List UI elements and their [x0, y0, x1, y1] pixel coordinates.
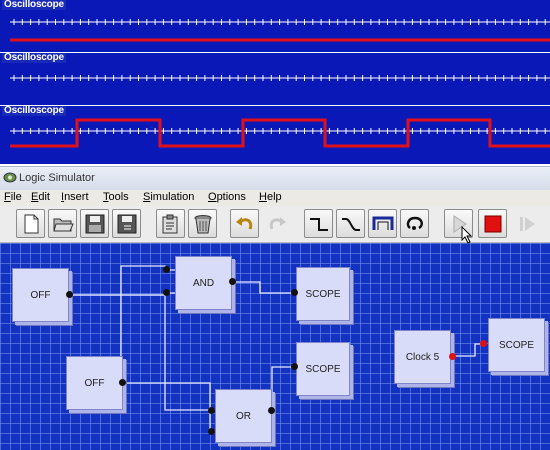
falling-edge-button[interactable] — [304, 209, 333, 238]
scope-probe-2-input[interactable] — [291, 363, 298, 370]
window-titlebar[interactable]: Logic Simulator — [0, 166, 550, 191]
off-switch-2-label: OFF — [84, 377, 105, 389]
redo-button[interactable] — [262, 209, 291, 238]
save-button[interactable] — [80, 209, 109, 238]
oscilloscope-3: Oscilloscope — [0, 106, 550, 164]
clock-source[interactable]: Clock 5 — [394, 330, 451, 384]
logic-simulator-app-icon — [3, 172, 17, 183]
open-icon — [53, 218, 74, 232]
falling-edge-icon — [310, 218, 328, 231]
open-button[interactable] — [48, 209, 77, 238]
new-button[interactable] — [16, 209, 45, 238]
or-gate-input-2[interactable] — [208, 428, 215, 435]
and-gate-label: AND — [192, 277, 215, 289]
save-as-button[interactable] — [112, 209, 141, 238]
stop-icon — [484, 215, 502, 233]
loop-icon — [406, 216, 424, 230]
oscilloscope-title: Oscilloscope — [2, 53, 66, 63]
off-switch-1[interactable]: OFF — [12, 268, 69, 322]
off-switch-2-output[interactable] — [119, 379, 126, 386]
oscilloscope-title: Oscilloscope — [2, 106, 66, 116]
and-gate[interactable]: AND — [175, 256, 232, 310]
scope-probe-2[interactable]: SCOPE — [296, 342, 350, 396]
menu-edit[interactable]: Edit — [31, 191, 50, 203]
properties-button[interactable] — [156, 209, 185, 238]
wire-and-scope — [235, 281, 295, 294]
pulse-button[interactable] — [368, 209, 397, 238]
menu-tools[interactable]: Tools — [103, 191, 129, 203]
or-gate-output[interactable] — [268, 407, 275, 414]
oscilloscope-title: Oscilloscope — [2, 0, 66, 10]
step-button[interactable] — [512, 209, 541, 238]
menu-file[interactable]: File — [4, 191, 22, 203]
delete-button[interactable] — [188, 209, 217, 238]
off-switch-1-output[interactable] — [66, 291, 73, 298]
wires — [70, 265, 483, 432]
scope-probe-3-input[interactable] — [480, 340, 487, 347]
and-gate-output[interactable] — [229, 278, 236, 285]
scope-probe-1[interactable]: SCOPE — [296, 267, 350, 321]
properties-icon — [162, 214, 178, 234]
wire-off2-or — [123, 382, 215, 432]
scope-probe-2-label: SCOPE — [305, 363, 341, 375]
or-gate[interactable]: OR — [215, 389, 272, 443]
rising-edge-icon — [342, 218, 360, 231]
save-icon — [85, 214, 105, 234]
new-icon — [24, 214, 39, 234]
toolbar — [0, 206, 550, 243]
scope-probe-3-label: SCOPE — [498, 339, 534, 351]
clock-source-label: Clock 5 — [405, 351, 440, 363]
save-as-icon — [117, 214, 137, 234]
and-gate-input-2[interactable] — [163, 289, 170, 296]
run-button[interactable] — [444, 209, 473, 238]
menu-options[interactable]: Options — [208, 191, 246, 203]
scope-probe-1-input[interactable] — [291, 289, 298, 296]
loop-button[interactable] — [400, 209, 429, 238]
delete-icon — [194, 215, 212, 234]
or-gate-input-1[interactable] — [208, 407, 215, 414]
menu-insert[interactable]: Insert — [61, 191, 89, 203]
wire-clock-scope — [452, 343, 483, 357]
menu-help[interactable]: Help — [259, 191, 282, 203]
oscilloscope-3-trace — [10, 118, 550, 148]
menu-simulation[interactable]: Simulation — [143, 191, 195, 203]
wire-off2-and — [120, 265, 175, 384]
undo-button[interactable] — [230, 209, 259, 238]
pulse-icon — [372, 216, 394, 230]
off-switch-2[interactable]: OFF — [66, 356, 123, 410]
off-switch-1-label: OFF — [30, 289, 51, 301]
wire-or-scope — [271, 366, 295, 411]
scope-probe-3[interactable]: SCOPE — [488, 318, 545, 372]
undo-icon — [236, 217, 253, 230]
scope-probe-1-label: SCOPE — [305, 288, 341, 300]
oscilloscope-1-trace — [10, 19, 550, 42]
step-icon — [520, 217, 535, 231]
clock-source-output[interactable] — [449, 353, 456, 360]
window-title: Logic Simulator — [19, 172, 95, 184]
menu-bar: File Edit Insert Tools Simulation Option… — [0, 190, 550, 206]
and-gate-input-1[interactable] — [163, 266, 170, 273]
rising-edge-button[interactable] — [336, 209, 365, 238]
wire-off1-or — [70, 294, 215, 411]
circuit-canvas[interactable]: OFF OFF AND OR SCOPE SCOPE Clock 5 SCOPE — [0, 243, 550, 450]
oscilloscope-2-trace — [10, 75, 550, 81]
or-gate-label: OR — [236, 410, 251, 422]
stop-button[interactable] — [478, 209, 507, 238]
mouse-cursor-icon — [461, 226, 473, 244]
oscilloscope-2: Oscilloscope — [0, 53, 550, 105]
oscilloscope-1: Oscilloscope — [0, 0, 550, 52]
run-icon — [453, 215, 467, 233]
redo-icon — [269, 217, 286, 230]
